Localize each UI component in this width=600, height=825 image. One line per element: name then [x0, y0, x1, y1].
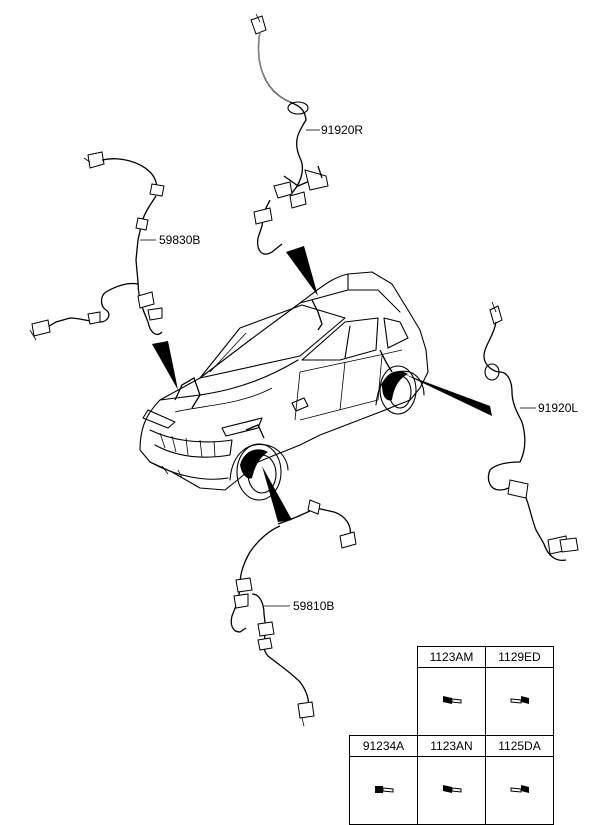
fastener-table: 1123AM 1129ED 91234A 1123AN 1125DA	[349, 646, 554, 825]
bolt-icon	[442, 785, 461, 793]
fastener-header: 1123AN	[417, 735, 486, 757]
callout-91920l: 91920L	[538, 401, 579, 415]
front-right-harness	[250, 13, 329, 255]
fastener-cell	[485, 667, 554, 736]
fastener-cell	[349, 756, 418, 825]
fastener-header: 1125DA	[485, 735, 554, 757]
bolt-icon	[510, 696, 529, 704]
vehicle-illustration	[139, 271, 429, 501]
fastener-cell	[485, 756, 554, 825]
front-left-harness	[483, 301, 579, 562]
callout-leaders	[140, 129, 536, 607]
bolt-icon	[510, 785, 529, 793]
bolt-icon	[442, 696, 461, 704]
bolt-icon	[374, 786, 393, 793]
fastener-header: 1129ED	[485, 646, 554, 668]
fastener-cell	[417, 667, 486, 736]
fastener-header: 1123AM	[417, 646, 486, 668]
callout-91920r: 91920R	[321, 123, 364, 137]
rear-right-harness	[29, 151, 165, 341]
rear-left-harness	[230, 499, 357, 727]
fastener-cell	[417, 756, 486, 825]
callout-59810b: 59810B	[293, 599, 335, 613]
fastener-header: 91234A	[349, 735, 418, 757]
callout-59830b: 59830B	[159, 233, 201, 247]
location-pointers	[152, 246, 492, 522]
